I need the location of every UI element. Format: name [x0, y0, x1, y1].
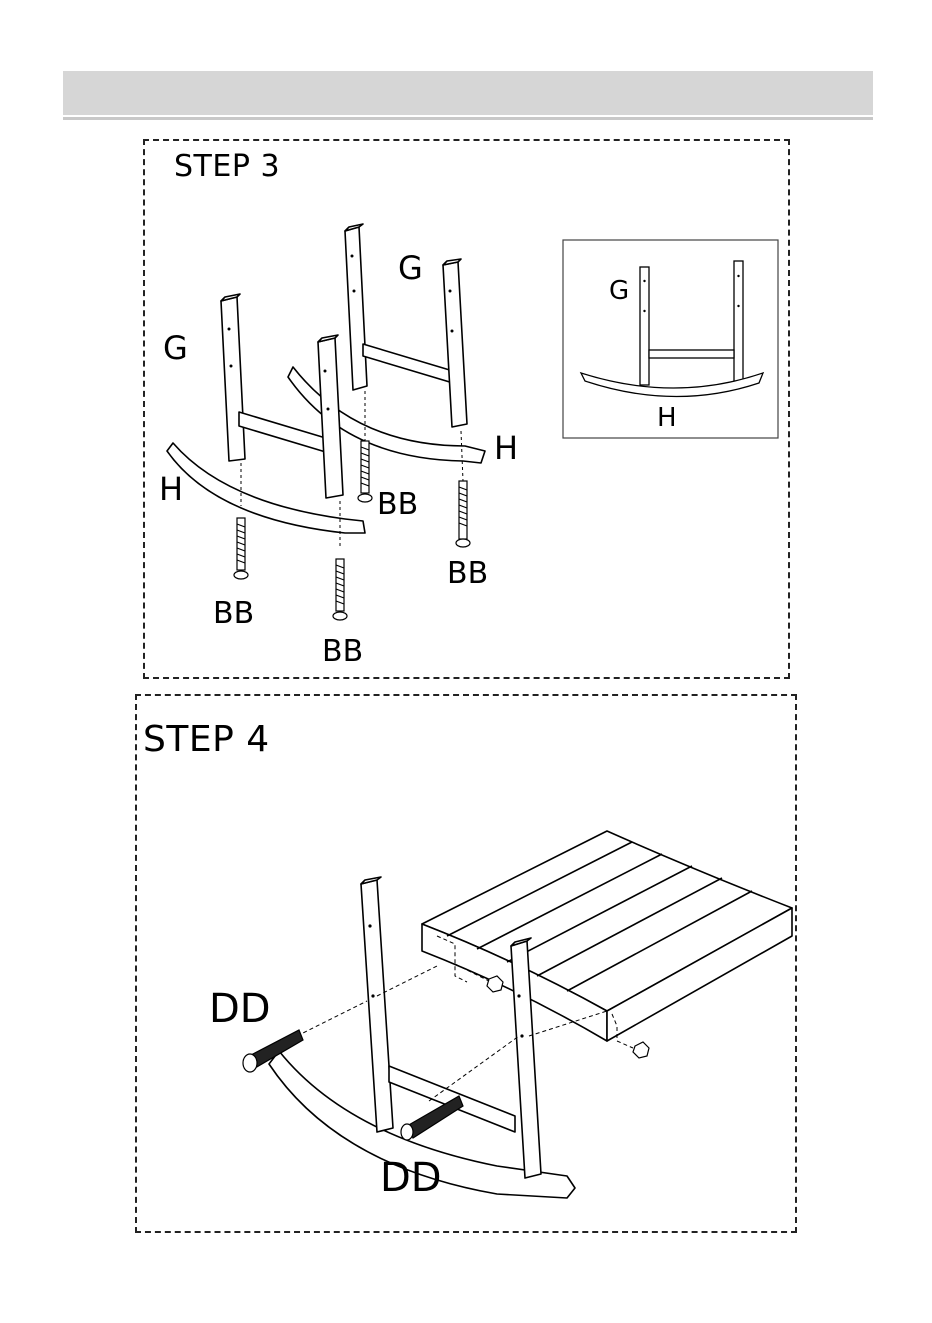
crossbar-g-front [239, 412, 329, 453]
label-dd-top: DD [209, 986, 271, 1032]
label-h-left: H [159, 470, 183, 508]
label-bb-2: BB [447, 556, 488, 591]
nut-2 [633, 1042, 649, 1058]
leg-g-back-right [443, 262, 467, 427]
label-bb-3: BB [213, 596, 254, 631]
bolt-dd-bottom [401, 1096, 463, 1140]
step-4-illustration: DD DD [137, 696, 795, 1231]
inset-label-g: G [609, 276, 629, 306]
screw-bb-1 [358, 441, 372, 502]
label-bb-4: BB [322, 634, 363, 669]
step-3-illustration: G G H H BB BB BB BB G H [145, 141, 788, 677]
label-bb-1: BB [377, 487, 418, 522]
step-3-panel: STEP 3 [143, 139, 790, 679]
crossbar [389, 1066, 515, 1132]
label-h-right: H [494, 429, 518, 467]
crossbar-g-back [363, 344, 453, 383]
leg-g-back-left [345, 227, 367, 390]
screw-bb-2 [456, 481, 470, 547]
leg-g-left [361, 880, 393, 1132]
inset-label-h: H [657, 403, 677, 433]
label-g-left: G [163, 329, 188, 367]
label-dd-bottom: DD [380, 1155, 442, 1201]
screw-bb-3 [234, 518, 248, 579]
inset-side-view: G H [563, 240, 778, 438]
label-g-right: G [398, 249, 423, 287]
step-4-panel: STEP 4 [135, 694, 797, 1233]
screw-bb-4 [333, 559, 347, 620]
leg-g-front-left [221, 297, 245, 461]
header-bar [63, 71, 873, 115]
seat-assembly [422, 831, 792, 1041]
leg-g-front-right [318, 338, 343, 498]
header-rule [63, 117, 873, 120]
